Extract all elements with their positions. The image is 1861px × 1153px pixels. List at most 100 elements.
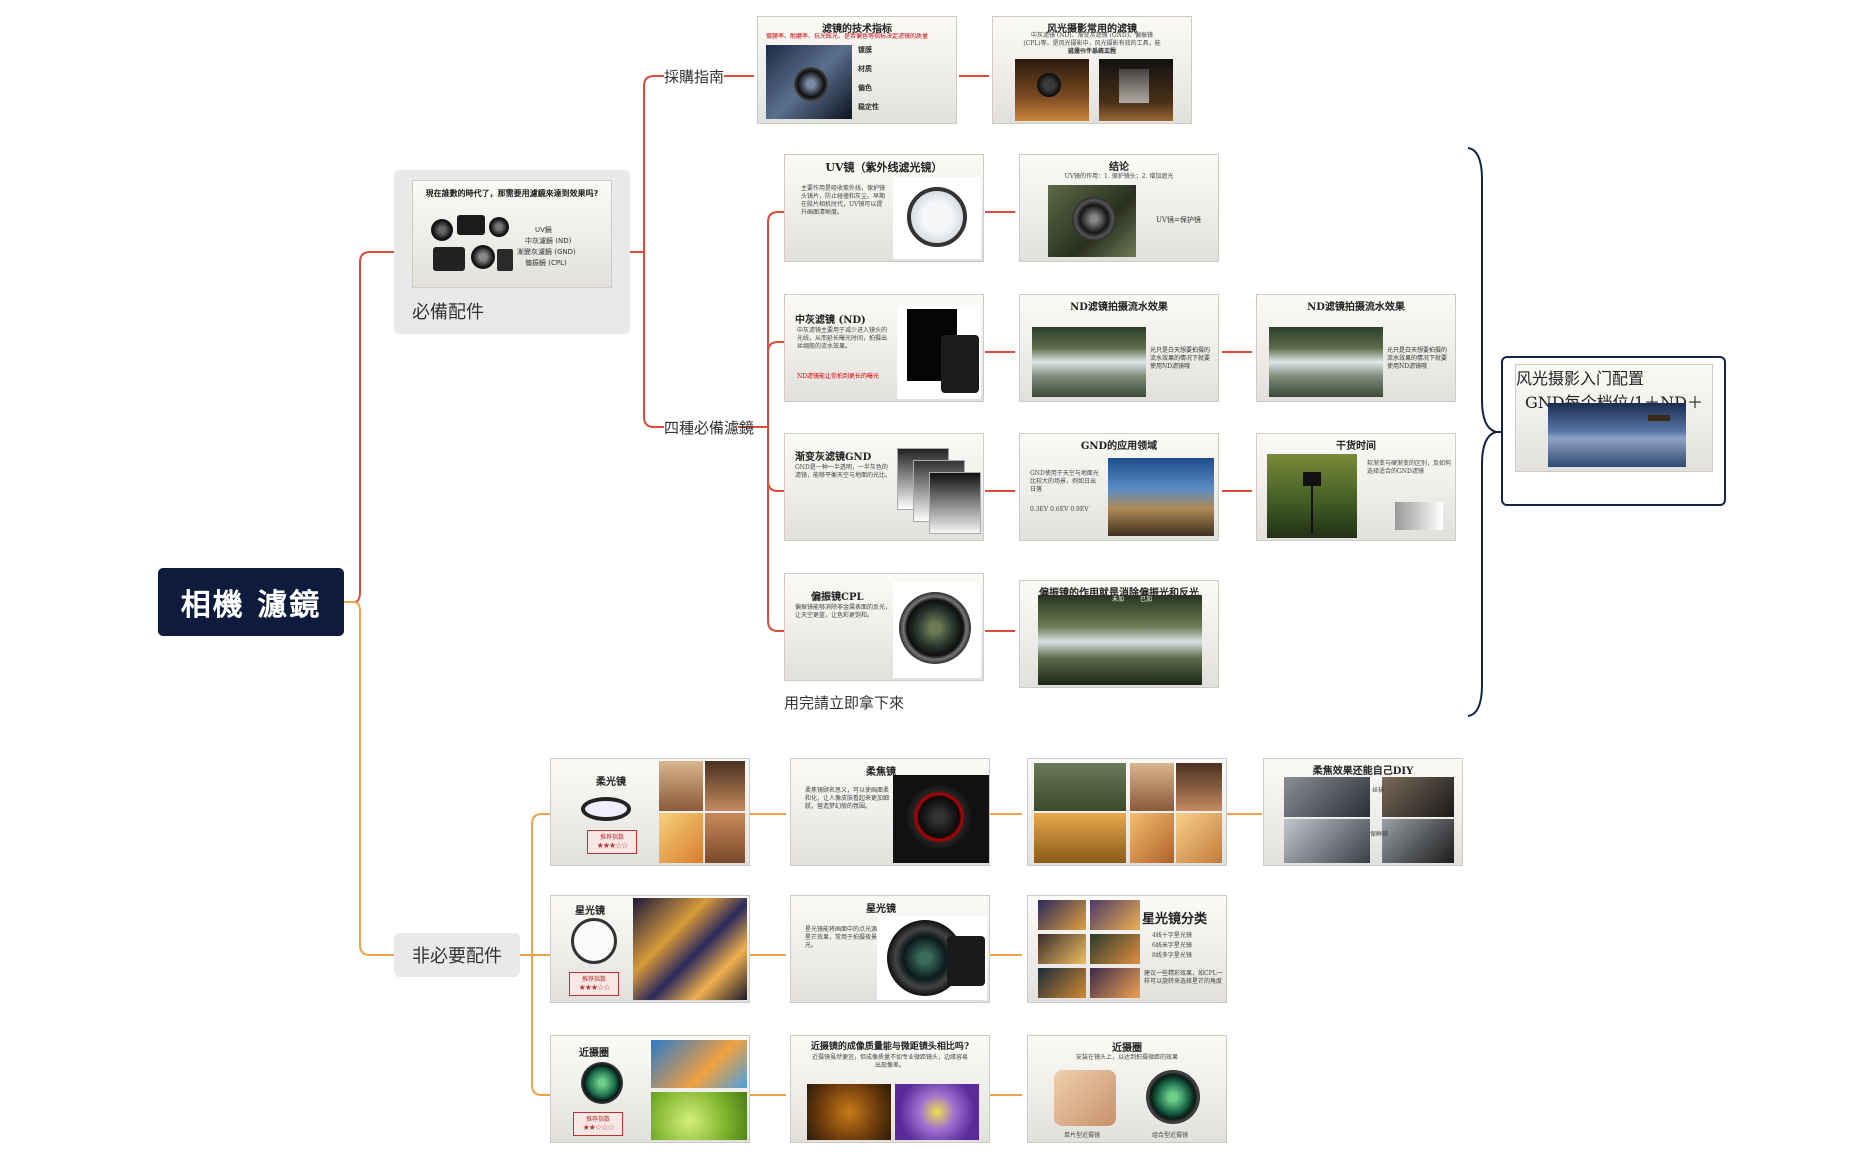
slide-title: 滤镜的技术指标 xyxy=(822,24,892,35)
lake-pier-photo xyxy=(1548,403,1686,467)
slide-intro[interactable]: 現在誰數的時代了，那需要用濾鏡來達到效果吗? UV鏡 中灰濾鏡 (ND) 漸變灰… xyxy=(412,180,612,288)
branch-essential-label: 必備配件 xyxy=(412,302,484,323)
slide-nd-effect-2[interactable]: ND滤镜拍摄流水效果 光只是白天想要拍摄的流水效果的情况下就要使用ND滤镜哦 xyxy=(1256,294,1456,402)
slide-title: 星光镜 xyxy=(575,906,605,917)
topic-remove-note[interactable]: 用完請立即拿下來 xyxy=(784,694,905,712)
slide-title: 柔焦效果还能自己DIY xyxy=(1312,766,1414,777)
slide-text: 中灰滤镜 (ND)、渐变灰滤镜 (GND)、偏振镜 (CPL)等。是风光摄影中，… xyxy=(1023,32,1161,55)
cpl-filter-photo xyxy=(893,582,981,678)
diy-photo-4 xyxy=(1382,819,1454,863)
root-topic[interactable]: 相機 濾鏡 xyxy=(158,568,344,636)
slide-softlight[interactable]: 柔光镜 推荐指数 ★★★☆☆ xyxy=(550,758,750,866)
portrait-photo-2 xyxy=(705,761,745,811)
rating-badge: 推荐指数 ★★★☆☆ xyxy=(569,972,619,996)
slide-title: 风光摄影常用的滤镜 xyxy=(1047,24,1137,35)
star-type-6: 6线米字星光镜 xyxy=(1152,942,1192,949)
slide-text: GND使用于天空与地面光比较大的场景，例如日出日落 xyxy=(1030,470,1099,493)
slide-title: 近摄圈 xyxy=(1112,1043,1142,1054)
star-example-6 xyxy=(1090,968,1140,998)
star-type-8: 8线多字星光镜 xyxy=(1152,952,1192,959)
tripod-photo xyxy=(1267,454,1357,538)
slide-title: 星光镜分类 xyxy=(1142,912,1208,927)
slide-text: UV镜的作用：1. 保护镜头；2. 增加遮光 xyxy=(1064,173,1174,180)
softlight-filter-icon xyxy=(581,797,631,821)
ant-photo xyxy=(807,1084,891,1140)
rating-stars: ★★★☆☆ xyxy=(578,983,611,992)
slide-star-2[interactable]: 星光镜 星光镜能将画面中的点光源变成星芒效果，常用于拍摄夜景灯光。 xyxy=(790,895,990,1003)
slide-uv-conclusion[interactable]: 结论 UV镜的作用：1. 保护镜头；2. 增加遮光 UV镜=保护镜 xyxy=(1019,154,1219,262)
slide-title: 星光镜 xyxy=(866,904,896,915)
slide-sub: 这是一个系统工程 xyxy=(1067,48,1116,55)
slide-text: 中灰滤镜主要用于减少进入镜头的光线，从而延长曝光时间，拍摄出丝绸般的流水效果。 xyxy=(797,327,888,350)
slide-title: 中灰滤镜 (ND) xyxy=(795,315,866,326)
slide-red-text: ND滤镜能让你拍到更长的曝光 xyxy=(797,373,880,380)
filter-holder-photo xyxy=(766,45,852,119)
slide-gnd-use[interactable]: GND的应用领域 GND使用于天空与地面光比较大的场景，例如日出日落 0.3EV… xyxy=(1019,433,1219,541)
slide-closeup-question[interactable]: 近摄镜的成像质量能与微距镜头相比吗? 近摄镜虽然便宜，但成像质量不如专业微距镜头… xyxy=(790,1035,990,1143)
portrait-sun-photo xyxy=(1130,813,1174,863)
diy-photo-3 xyxy=(1382,777,1454,817)
slide-closeup-compare[interactable]: 近摄圈 安装在镜头上，以达到拍摄微距的效果 单片型近摄镜 组合型近摄镜 xyxy=(1027,1035,1227,1143)
slide-title: 柔光镜 xyxy=(596,777,626,788)
slide-soft-grad[interactable]: 干货时间 软渐变与硬渐变的区别，及如何选择适合的GND滤镜 xyxy=(1256,433,1456,541)
slide-cpl-use[interactable]: 偏振镜的作用就是消除偏振光和反光 未加 已加 xyxy=(1019,580,1219,688)
slide-lead: 镀膜率、耐磨率、抗光眩光、是否偏色等指标决定滤镜的质量 xyxy=(766,33,929,40)
topic-four-filters[interactable]: 四種必備濾鏡 xyxy=(664,419,755,437)
slide-gnd[interactable]: 渐变灰滤镜GND GND是一种一半透明，一半灰色的滤镜，能够平衡天空与地面的光比… xyxy=(784,433,984,541)
star-example-4 xyxy=(1090,900,1140,930)
slide-nd-effect[interactable]: ND滤镜拍摄流水效果 光只是白天想要拍摄的流水效果的情况下就要使用ND滤镜哦 xyxy=(1019,294,1219,402)
portrait-photo xyxy=(659,761,703,811)
branch-essential[interactable]: 現在誰數的時代了，那需要用濾鏡來達到效果吗? UV鏡 中灰濾鏡 (ND) 漸變灰… xyxy=(394,170,630,334)
summary-frame[interactable]: 风光摄影入门配置 GND每个档位/1＋ND＋CPL＝标准文案 xyxy=(1501,356,1726,506)
slide-summary[interactable]: 风光摄影入门配置 GND每个档位/1＋ND＋CPL＝标准文案 xyxy=(1515,364,1713,472)
slide-title: 偏振镜的作用就是消除偏振光和反光 xyxy=(1039,588,1199,599)
cpl-waterfall-photo xyxy=(1038,595,1202,685)
cpl-before: 未加 xyxy=(1112,596,1125,603)
slide-text: 柔焦镜顾名思义，可以使画面柔和化，让人像皮肤看起来更加细腻，营造梦幻般的氛围。 xyxy=(805,787,890,810)
slide-title: 渐变灰滤镜GND xyxy=(795,452,872,463)
closeup-filter-icon xyxy=(581,1062,623,1104)
rating-stars: ★★★☆☆ xyxy=(596,841,629,850)
star-type-note: 建议一些精彩效果，如CPL一样可以旋转来选择星芒的角度 xyxy=(1144,970,1223,985)
slide-title: 柔焦镜 xyxy=(866,767,896,778)
slide-title: 干货时间 xyxy=(1336,441,1376,452)
star-example-3 xyxy=(1038,968,1086,998)
slide-cpl[interactable]: 偏振镜CPL 偏振镜能够消除非金属表面的反光，让天空更蓝，让色彩更饱和。 xyxy=(784,573,984,681)
topic-buying-guide[interactable]: 採購指南 xyxy=(664,68,725,86)
uv-label: UV镜=保护镜 xyxy=(1156,216,1201,224)
rating-badge: 推荐指数 ★★☆☆☆ xyxy=(573,1112,623,1136)
star-example-1 xyxy=(1038,900,1086,930)
rating-stars: ★★☆☆☆ xyxy=(582,1123,615,1132)
slide-closeup[interactable]: 近摄圈 推荐指数 ★★☆☆☆ xyxy=(550,1035,750,1143)
slide-text: 近摄镜虽然便宜，但成像质量不如专业微距镜头，边缘容易出现像差。 xyxy=(811,1054,968,1069)
waterfall-photo xyxy=(1032,327,1146,397)
slide-landscape-filters[interactable]: 风光摄影常用的滤镜 中灰滤镜 (ND)、渐变灰滤镜 (GND)、偏振镜 (CPL… xyxy=(992,16,1192,124)
slide-title: 风光摄影入门配置 xyxy=(1516,369,1645,388)
uv-filter-photo xyxy=(893,177,981,259)
square-filter-photo xyxy=(1099,59,1173,121)
woman-photo xyxy=(1130,763,1174,811)
slide-tech-specs[interactable]: 滤镜的技术指标 镀膜率、耐磨率、抗光眩光、是否偏色等指标决定滤镜的质量 镀膜 材… xyxy=(757,16,957,124)
softfocus-lens-photo xyxy=(893,775,989,863)
slide-softfocus[interactable]: 柔焦镜 柔焦镜顾名思义，可以使画面柔和化，让人像皮肤看起来更加细腻，营造梦幻般的… xyxy=(790,758,990,866)
slide-uv[interactable]: UV镜（紫外线滤光镜） 主要作用是吸收紫外线，保护镜头镜片，防止碰撞和灰尘。早期… xyxy=(784,154,984,262)
slide-title: GND的应用领域 xyxy=(1080,441,1158,452)
rating-label: 推荐指数 xyxy=(581,976,606,983)
slide-softfocus-diy[interactable]: 柔焦效果还能自己DIY 丝袜 保鲜膜 xyxy=(1263,758,1463,866)
intro-item-uv: UV鏡 xyxy=(535,226,552,234)
closeup-label-1: 单片型近摄镜 xyxy=(1064,1132,1101,1139)
woman-photo-2 xyxy=(1176,763,1222,811)
intro-item-gnd: 漸變灰濾鏡 (GND) xyxy=(517,248,576,256)
waterfall-photo-2 xyxy=(1269,327,1383,397)
slide-star-types[interactable]: 星光镜分类 4线十字星光镜 6线米字星光镜 8线多字星光镜 建议一些精彩效果，如… xyxy=(1027,895,1227,1003)
tree-photo xyxy=(1034,763,1126,811)
slide-nd[interactable]: 中灰滤镜 (ND) 中灰滤镜主要用于减少进入镜头的光线，从而延长曝光时间，拍摄出… xyxy=(784,294,984,402)
slide-softfocus-examples[interactable] xyxy=(1027,758,1227,866)
branch-nonessential[interactable]: 非必要配件 xyxy=(394,933,520,977)
girl-photo xyxy=(705,813,745,863)
camera-uv-photo xyxy=(1048,185,1136,257)
slide-text: 软渐变与硬渐变的区别，及如何选择适合的GND滤镜 xyxy=(1367,460,1452,475)
slide-star[interactable]: 星光镜 推荐指数 ★★★☆☆ xyxy=(550,895,750,1003)
portrait-sun-photo-2 xyxy=(1176,813,1222,863)
diy-label-1: 丝袜 xyxy=(1372,787,1385,794)
